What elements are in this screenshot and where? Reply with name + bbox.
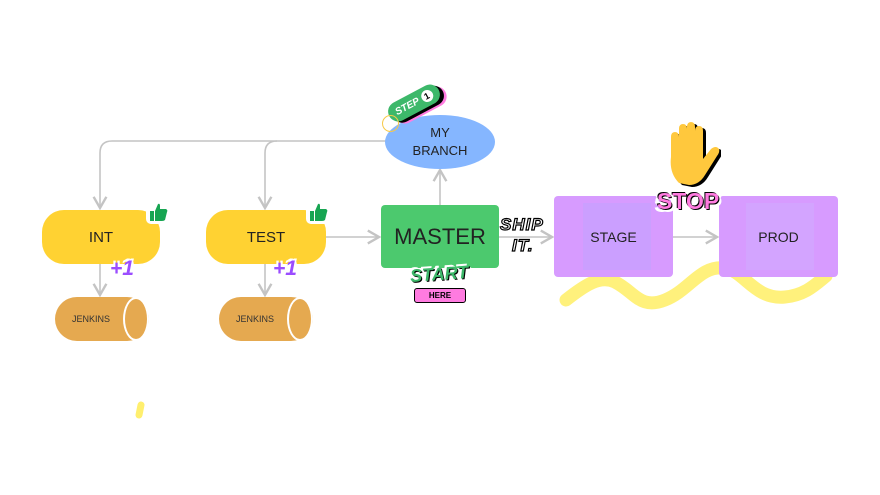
raised-hand-icon: [667, 121, 723, 192]
jenkins-node-1[interactable]: JENKINS: [55, 297, 149, 341]
stop-sticker: STOP: [657, 188, 720, 214]
plus-one-sticker: +1: [273, 257, 297, 280]
here-text: HERE: [428, 291, 452, 300]
here-ribbon: HERE: [414, 288, 466, 303]
ship-it-text: SHIP IT.: [499, 214, 544, 256]
cylinder-cap: [123, 297, 149, 341]
int-node[interactable]: INT: [42, 210, 160, 264]
prod-label: PROD: [758, 228, 799, 245]
cylinder-cap: [287, 297, 313, 341]
int-label: INT: [88, 228, 114, 246]
thumbs-up-icon: [146, 200, 170, 224]
master-label: MASTER: [394, 223, 486, 249]
ship-text: SHIP: [499, 214, 544, 234]
selection-circle: [382, 115, 399, 132]
thumbs-up-icon: [306, 200, 330, 224]
step-number: 1: [418, 88, 435, 105]
my-branch-node[interactable]: MY BRANCH: [385, 115, 495, 169]
prod-inner: [746, 203, 814, 270]
jenkins-label: JENKINS: [235, 314, 274, 324]
connector-branch-to-test: [257, 140, 278, 211]
plus-one-sticker: +1: [110, 257, 134, 280]
stage-node[interactable]: STAGE: [554, 196, 673, 277]
master-node[interactable]: MASTER: [381, 205, 499, 268]
my-branch-label: MY BRANCH: [412, 125, 468, 158]
prod-node[interactable]: PROD: [719, 196, 838, 277]
stage-label: STAGE: [590, 228, 637, 245]
test-label: TEST: [246, 228, 286, 246]
start-sticker: START: [409, 261, 469, 287]
highlighter-squiggle: [559, 261, 833, 310]
connector-branch-to-int: [92, 140, 386, 211]
jenkins-node-2[interactable]: JENKINS: [219, 297, 313, 341]
jenkins-label: JENKINS: [71, 314, 110, 324]
it-text: IT.: [511, 235, 534, 255]
stage-inner: [583, 203, 651, 270]
highlighter-mark: [135, 401, 145, 419]
